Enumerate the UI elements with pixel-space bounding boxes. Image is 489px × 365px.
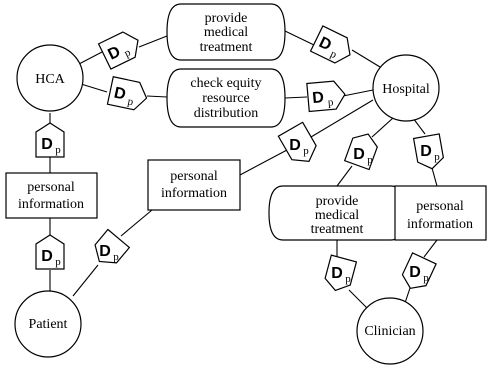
resource-left-info-line1: personal [27, 180, 75, 195]
dependency-marker: D p [343, 133, 378, 171]
dependency-subscript: p [367, 154, 373, 166]
dependency-subscript: p [345, 273, 351, 285]
dependency-marker: D p [412, 133, 445, 170]
goal-hosp-treatment: provide medical treatment [268, 185, 406, 241]
resource-right-info-line1: personal [416, 199, 464, 214]
resource-right-info: personal information [394, 185, 487, 241]
dependency-letter: D [420, 143, 432, 160]
dependency-subscript: p [303, 145, 309, 157]
dependency-letter: D [99, 243, 111, 260]
edge-hospital-right-marker [412, 117, 426, 135]
edges [49, 30, 438, 314]
goal-hosp-treatment-line3: treatment [311, 222, 364, 237]
dependency-letter: D [409, 264, 421, 281]
edge-marker-hospital-2 [342, 89, 374, 97]
dependency-letter: D [289, 137, 301, 154]
dependency-subscript: p [126, 95, 134, 108]
edge-top-treatment-marker [284, 30, 315, 46]
resource-center-info: personal information [147, 159, 241, 211]
dependency-subscript: p [327, 96, 334, 108]
dependency-marker: D p [35, 122, 65, 158]
dependency-letter: D [353, 146, 365, 163]
edge-right-marker-info [431, 167, 438, 187]
goal-hosp-treatment-line1: provide [316, 194, 359, 209]
resource-left-info-line2: information [18, 197, 84, 212]
dependency-marker: D p [306, 80, 346, 113]
edge-marker-equity [146, 95, 168, 98]
actor-hca-label: HCA [35, 72, 65, 87]
dependency-subscript: p [55, 144, 61, 156]
edge-center-marker-patient [72, 264, 99, 297]
actor-hospital: Hospital [372, 54, 440, 122]
dependency-letter: D [112, 84, 127, 103]
edge-hospital-center-marker [310, 99, 374, 138]
actor-clinician-label: Clinician [364, 324, 415, 339]
goal-top-treatment: provide medical treatment [166, 3, 286, 61]
resource-center-info-line1: personal [170, 169, 218, 184]
goal-top-treatment-line1: provide [205, 11, 248, 26]
dependency-subscript: p [328, 48, 339, 61]
dependency-marker: D p [97, 31, 139, 70]
dependency-marker: D p [309, 25, 351, 64]
goal-equity: check equity resource distribution [166, 68, 286, 128]
dependency-subscript: p [122, 46, 133, 59]
edge-marker-hospital [351, 49, 386, 71]
actor-patient: Patient [14, 290, 82, 358]
edge-equity-marker [284, 96, 308, 99]
goal-hosp-treatment-line2: medical [315, 208, 359, 223]
edge-center-marker-info [239, 149, 288, 176]
goal-equity-line1: check equity [190, 76, 261, 91]
dependency-letter: D [312, 89, 325, 107]
edge-marker-top-treatment [138, 35, 168, 48]
resource-left-info: personal information [5, 172, 98, 219]
resource-center-info-line2: information [161, 186, 227, 201]
dependency-letter: D [331, 265, 343, 282]
dependency-letter: D [41, 248, 53, 265]
goal-equity-line2: resource [202, 91, 249, 106]
dependency-subscript: p [113, 251, 119, 263]
actor-patient-label: Patient [29, 317, 68, 332]
goal-top-treatment-line3: treatment [200, 40, 253, 55]
dependency-marker: D p [277, 121, 317, 162]
dependency-marker: D p [401, 252, 437, 289]
goal-equity-line3: distribution [194, 106, 259, 121]
edge-hca-equity-marker [80, 83, 108, 93]
actor-hospital-label: Hospital [382, 82, 430, 97]
dependency-subscript: p [434, 151, 440, 163]
goal-top-treatment-line2: medical [204, 25, 248, 40]
dependency-marker: D p [106, 76, 148, 111]
dependency-marker: D p [324, 254, 358, 292]
dependency-subscript: p [423, 272, 429, 284]
dependency-marker: D p [35, 234, 65, 270]
edge-right-info-marker [423, 239, 438, 258]
actor-clinician: Clinician [356, 297, 424, 365]
resource-right-info-line2: information [407, 217, 473, 232]
dependency-subscript: p [55, 256, 61, 268]
actor-hca: HCA [16, 44, 84, 112]
edge-center-info-marker [120, 209, 153, 237]
edge-hospital-mid-marker [371, 117, 394, 138]
dependency-marker: D p [94, 228, 131, 264]
dependency-letter: D [41, 136, 53, 153]
edge-mid-marker-treatment [336, 165, 353, 187]
edge-hca-top-treatment-marker [78, 51, 103, 65]
